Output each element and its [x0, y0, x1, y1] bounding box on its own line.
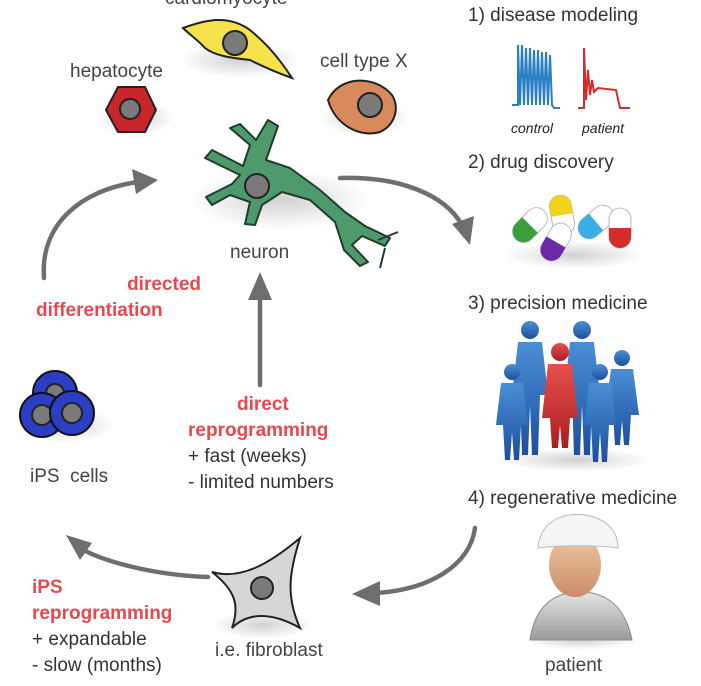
direct-reprogramming-note-2: - limited numbers: [188, 472, 334, 493]
arrowhead-fibroblast: [352, 581, 380, 606]
arrowhead-ips-up: [132, 169, 158, 194]
arrowhead-ips: [66, 535, 92, 560]
control-trace: [512, 44, 560, 109]
application-regenerative-medicine: 4) regenerative medicine: [468, 488, 678, 509]
ips-reprogramming-note-2: - slow (months): [32, 655, 162, 676]
control-sublabel: control: [511, 120, 554, 136]
application-disease-modeling: 1) disease modeling: [468, 5, 639, 26]
cardiomyocyte-cell: [180, 18, 300, 80]
patient-label: patient: [545, 655, 603, 676]
ips-reprogramming-block: iPS reprogramming + expandable - slow (m…: [32, 575, 172, 679]
arrow-ips-to-differentiated: [41, 179, 141, 281]
arrow-fibroblast-to-ips: [77, 545, 211, 580]
direct-reprogramming-note-1: + fast (weeks): [188, 446, 307, 467]
people-illustration: [496, 321, 650, 472]
arrowhead-applications: [452, 216, 474, 245]
fibroblast-label: i.e. fibroblast: [215, 640, 323, 661]
ips-cells-label: iPS cells: [30, 466, 109, 487]
direct-reprogramming-block: direct reprogramming + fast (weeks) - li…: [188, 392, 334, 496]
directed-differentiation-line-2: differentiation: [36, 300, 163, 321]
direct-reprogramming-title-1: direct: [237, 394, 289, 415]
directed-differentiation-line-1: directed: [127, 274, 201, 295]
cell-type-x-label: cell type X: [320, 51, 408, 72]
patient-illustration: [525, 513, 635, 650]
arrow-neuron-to-applications: [337, 175, 465, 228]
hepatocyte-cell: [97, 86, 173, 136]
directed-differentiation-label: directed differentiation: [36, 272, 201, 324]
cardiomyocyte-label: cardiomyocyte: [165, 0, 288, 10]
application-precision-medicine: 3) precision medicine: [468, 293, 648, 314]
neuron-cell: [190, 119, 399, 269]
arrowhead-direct-up: [248, 272, 272, 300]
cell-type-x-cell: [320, 79, 410, 136]
patient-sublabel: patient: [582, 120, 625, 136]
ips-reprogramming-note-1: + expandable: [32, 629, 147, 650]
patient-trace: [578, 47, 630, 109]
arrow-regenerative-to-fibroblast: [372, 525, 478, 596]
direct-reprogramming-title-2: reprogramming: [188, 420, 329, 441]
hepatocyte-label: hepatocyte: [70, 61, 163, 82]
pills-illustration: [505, 194, 645, 269]
ips-cells-cluster: [15, 370, 115, 443]
neuron-label: neuron: [230, 242, 290, 263]
fibroblast-cell: [211, 535, 312, 639]
application-drug-discovery: 2) drug discovery: [468, 152, 614, 173]
ips-reprogramming-title-2: reprogramming: [32, 603, 173, 624]
ips-reprogramming-title-1: iPS: [32, 577, 63, 598]
